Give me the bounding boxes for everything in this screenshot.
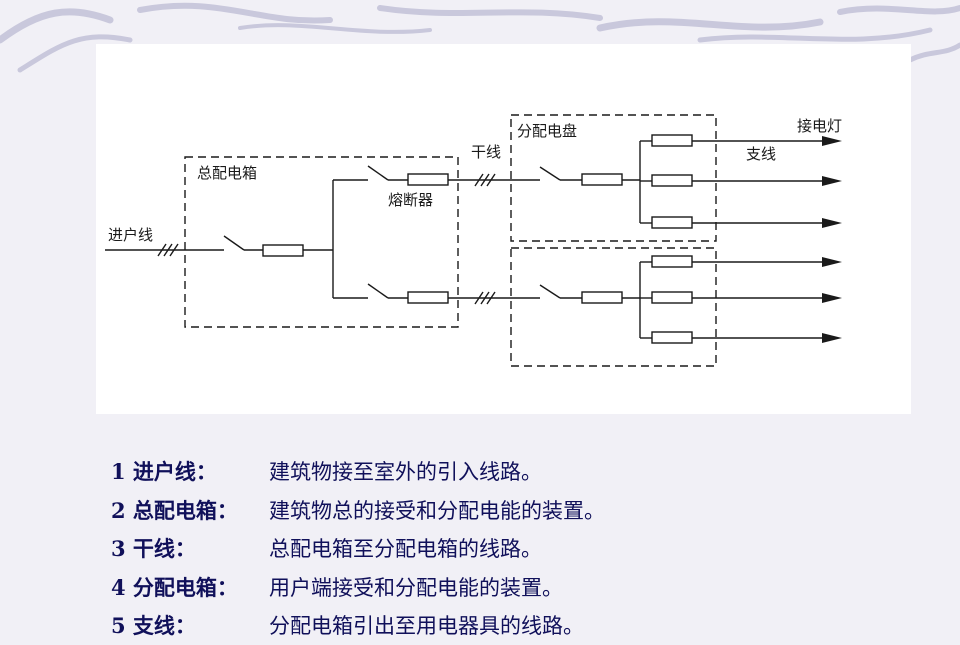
label-trunk: 干线	[471, 143, 501, 161]
dist-panel-upper-outline	[510, 114, 717, 242]
diagram-panel	[96, 44, 911, 414]
branch-arrows	[822, 136, 842, 343]
definition-desc: 总配电箱至分配电箱的线路。	[269, 537, 542, 562]
definition-desc: 建筑物总的接受和分配电能的装置。	[269, 498, 605, 523]
definition-row: 4 分配电箱： 用户端接受和分配电能的装置。	[111, 568, 911, 607]
definition-term: 1 进户线：	[111, 459, 217, 485]
label-to-lamp: 接电灯	[797, 117, 842, 135]
label-main-box: 总配电箱	[197, 164, 257, 182]
main-fuse	[262, 244, 304, 257]
definition-desc: 用户端接受和分配电能的装置。	[269, 575, 563, 600]
definition-desc: 分配电箱引出至用电器具的线路。	[269, 614, 584, 639]
label-incoming: 进户线	[108, 226, 153, 244]
main-box-outline	[184, 156, 459, 328]
dist-panel-lower-outline	[510, 247, 717, 367]
definitions-list: 1 进户线： 建筑物接至室外的引入线路。 2 总配电箱： 建筑物总的接受和分配电…	[111, 452, 911, 645]
main-switch	[223, 235, 245, 251]
definition-row: 1 进户线： 建筑物接至室外的引入线路。	[111, 452, 911, 491]
fuse-lower	[407, 291, 449, 304]
label-fuse: 熔断器	[388, 191, 433, 209]
definition-row: 5 支线： 分配电箱引出至用电器具的线路。	[111, 606, 911, 645]
fuse-upper	[407, 173, 449, 186]
upper-switch	[367, 165, 389, 181]
definition-row: 2 总配电箱： 建筑物总的接受和分配电能的装置。	[111, 491, 911, 530]
lower-switch	[367, 283, 389, 299]
definition-term: 4 分配电箱：	[111, 574, 238, 600]
definition-desc: 建筑物接至室外的引入线路。	[269, 460, 542, 485]
definition-term: 5 支线：	[111, 613, 196, 639]
definition-row: 3 干线： 总配电箱至分配电箱的线路。	[111, 529, 911, 568]
definition-term: 3 干线：	[111, 536, 196, 562]
definition-term: 2 总配电箱：	[111, 497, 238, 523]
label-dist-panel: 分配电盘	[517, 122, 577, 140]
label-branch: 支线	[746, 145, 776, 163]
